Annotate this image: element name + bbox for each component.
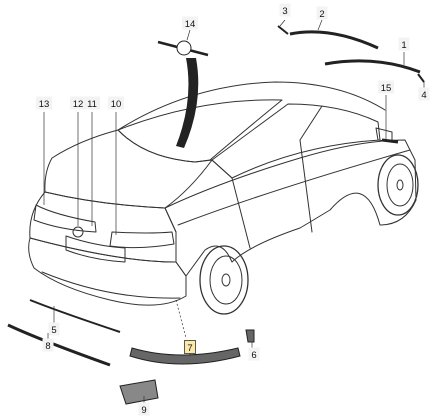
emblem-disc-14 [176,40,192,56]
part-label-box [418,87,430,101]
rear-wheel-tire [199,245,249,315]
rear-emblem [72,226,84,238]
front-wheel-tire [377,154,419,216]
part-label-text: 2 [319,9,324,20]
part-label-7: 7 [184,340,196,354]
part-label-5: 5 [48,322,60,336]
door-badge-15 [381,138,399,144]
b-pillar [299,105,323,141]
bumper-strip-5 [29,299,121,333]
part-label-box [398,37,410,51]
part-label-text: 5 [51,325,56,336]
part-label-box [378,80,394,94]
bracket-6 [245,329,255,343]
tail-light-right [109,231,175,249]
part-label-text: 6 [251,350,256,361]
part-label-14: 14 [182,16,198,30]
part-label-box [138,402,150,416]
roof-trim-strip-1 [324,59,421,74]
part-label-box [108,96,124,110]
part-label-box [316,6,328,20]
part-label-1: 1 [398,37,410,51]
roof-trim-strip-2 [289,30,379,50]
front-wheel-rim [386,163,414,207]
part-label-6: 6 [248,347,260,361]
part-label-text: 9 [141,405,146,416]
part-label-13: 13 [36,96,52,110]
part-label-2: 2 [316,6,328,20]
rear-window [117,99,283,163]
roof-outline [117,81,386,131]
part-label-text: 14 [185,19,196,30]
tail-light-left [33,204,97,233]
part-label-text: 4 [421,90,426,101]
part-label-text: 11 [87,99,97,110]
rear-wheel-hub [221,273,231,287]
lower-grille-9 [119,379,159,405]
part-label-box [48,322,60,336]
part-label-text: 7 [187,343,192,354]
body-side [164,139,417,277]
part-label-box [36,96,52,110]
bumper-lower-lip [41,271,181,299]
part-label-box [42,338,54,352]
part-label-12: 12 [70,96,86,110]
door-line-2 [299,139,313,233]
c-pillar [211,159,233,179]
clip-4 [417,73,425,83]
trunk-lid [44,129,213,209]
part-label-box [279,3,291,17]
part-label-15: 15 [378,80,394,94]
license-plate-recess [65,235,126,263]
part-label-text: 13 [39,99,50,110]
part-label-box [70,96,86,110]
part-label-9: 9 [138,402,150,416]
rear-wheel-rim [209,255,243,305]
part-label-box [184,340,196,354]
part-label-box [248,347,260,361]
part-label-text: 10 [111,99,122,110]
side-crease [177,149,411,226]
rear-bumper [28,237,187,306]
part-label-8: 8 [42,338,54,352]
emblem-pointer [176,58,199,148]
part-label-box [182,16,198,30]
leader-lines [43,19,425,403]
car-body [28,81,419,315]
chrome-strip-7 [129,347,241,365]
door-line [231,177,251,249]
part-label-box [84,96,100,110]
part-label-text: 15 [381,83,392,94]
side-windows [211,103,381,179]
part-label-text: 1 [401,40,406,51]
part-label-text: 3 [282,6,287,17]
rear-fascia [29,191,177,263]
part-label-3: 3 [279,3,291,17]
part-label-10: 10 [108,96,124,110]
exploded-parts [7,19,425,405]
clip-3 [277,25,289,35]
part-label-4: 4 [418,87,430,101]
part-label-text: 12 [73,99,84,110]
part-label-text: 8 [45,341,50,352]
front-wheel-hub [396,179,404,191]
part-label-11: 11 [84,96,100,110]
